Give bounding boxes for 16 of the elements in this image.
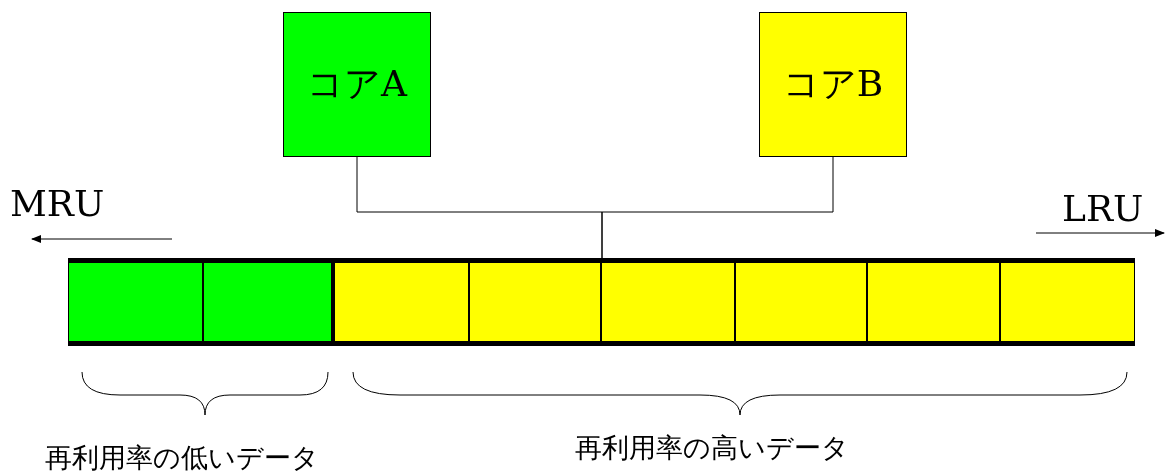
- cache-cell: [203, 262, 334, 342]
- direction-label: LRU: [1062, 188, 1144, 229]
- core-box: コアB: [759, 12, 907, 157]
- cache-cell: [601, 262, 735, 342]
- cache-cell: [68, 262, 203, 342]
- cache-bar: [68, 258, 1135, 346]
- cache-cell: [735, 262, 867, 342]
- direction-label: MRU: [10, 183, 105, 224]
- connector-line: [601, 156, 834, 259]
- cache-cell: [334, 262, 469, 342]
- cache-cell: [469, 262, 601, 342]
- cache-cell: [1000, 262, 1135, 342]
- group-caption: 再利用率の低いデータ: [45, 441, 319, 475]
- cache-cell: [867, 262, 1000, 342]
- group-caption: 再利用率の高いデータ: [575, 431, 849, 465]
- core-box: コアA: [283, 12, 431, 157]
